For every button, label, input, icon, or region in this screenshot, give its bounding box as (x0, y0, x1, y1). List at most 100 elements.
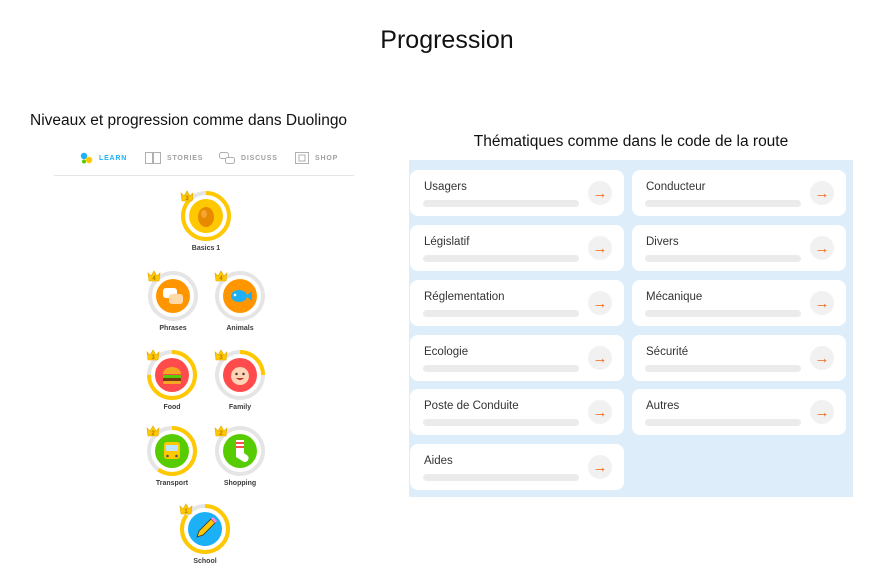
crown-level: 3 (185, 196, 189, 202)
pencil-icon (196, 517, 217, 538)
skill-name: Shopping (223, 480, 257, 487)
crown-level: 2 (219, 431, 223, 437)
shop-icon (295, 152, 309, 164)
skill-name: Animals (226, 325, 254, 332)
owl-icon (80, 152, 93, 164)
arrow-right-icon[interactable]: → (588, 346, 612, 370)
skill-school[interactable]: 1 School (175, 503, 235, 565)
theme-card-aides[interactable]: Aides → (410, 444, 624, 490)
theme-label: Sécurité (646, 346, 689, 358)
theme-card-usagers[interactable]: Usagers → (410, 170, 624, 216)
nav-stories[interactable]: STORIES (145, 152, 203, 164)
theme-label: Réglementation (424, 291, 505, 303)
theme-card-divers[interactable]: Divers → (632, 225, 846, 271)
arrow-right-icon[interactable]: → (810, 236, 834, 260)
nav-shop-label: SHOP (315, 154, 339, 162)
crown-level: 2 (151, 431, 155, 437)
fish-icon (231, 290, 252, 302)
crown-icon: 2 (146, 425, 160, 437)
baby-icon (231, 367, 249, 385)
theme-progress-bar (645, 365, 801, 372)
skill-phrases[interactable]: 4 Phrases (143, 270, 203, 332)
theme-card-ecologie[interactable]: Ecologie → (410, 335, 624, 381)
theme-progress-bar (423, 310, 579, 317)
arrow-right-icon[interactable]: → (810, 346, 834, 370)
theme-progress-bar (423, 255, 579, 262)
arrow-right-icon[interactable]: → (588, 181, 612, 205)
theme-card-autres[interactable]: Autres → (632, 389, 846, 435)
theme-label: Autres (646, 400, 680, 412)
book-icon (145, 152, 161, 164)
theme-label: Ecologie (424, 346, 469, 358)
theme-card-poste-de-conduite[interactable]: Poste de Conduite → (410, 389, 624, 435)
nav-learn[interactable]: LEARN (80, 152, 127, 164)
skill-name: Food (163, 404, 181, 411)
theme-label: Divers (646, 236, 679, 248)
chat-bubbles-icon (219, 152, 235, 164)
arrow-right-icon[interactable]: → (588, 291, 612, 315)
theme-card-legislatif[interactable]: Législatif → (410, 225, 624, 271)
theme-card-securite[interactable]: Sécurité → (632, 335, 846, 381)
theme-card-mecanique[interactable]: Mécanique → (632, 280, 846, 326)
skill-ring: 3 (146, 349, 198, 401)
nav-learn-label: LEARN (99, 154, 128, 162)
theme-card-reglementation[interactable]: Réglementation → (410, 280, 624, 326)
crown-icon: 2 (214, 425, 228, 437)
arrow-right-icon[interactable]: → (588, 236, 612, 260)
arrow-right-icon[interactable]: → (810, 400, 834, 424)
theme-label: Législatif (424, 236, 470, 248)
skill-name: Transport (155, 480, 189, 487)
theme-label: Usagers (424, 181, 467, 193)
nav-discuss-label: DISCUSS (241, 154, 278, 162)
theme-label: Mécanique (646, 291, 703, 303)
skill-ring: 1 (179, 503, 231, 555)
skill-family[interactable]: 3 Family (210, 349, 270, 411)
crown-icon: 1 (179, 503, 193, 515)
arrow-right-icon[interactable]: → (588, 455, 612, 479)
duolingo-caption: Niveaux et progression comme dans Duolin… (30, 112, 348, 129)
arrow-right-icon[interactable]: → (810, 291, 834, 315)
crown-level: 4 (152, 276, 156, 282)
skill-food[interactable]: 3 Food (142, 349, 202, 411)
theme-card-conducteur[interactable]: Conducteur → (632, 170, 846, 216)
theme-progress-bar (423, 419, 579, 426)
sock-icon (236, 440, 249, 463)
crown-icon: 3 (146, 349, 160, 361)
theme-progress-bar (645, 419, 801, 426)
theme-label: Conducteur (646, 181, 706, 193)
skill-ring: 2 (146, 425, 198, 477)
thematics-caption: Thématiques comme dans le code de la rou… (473, 133, 789, 150)
crown-level: 4 (219, 276, 223, 282)
egg-icon (198, 207, 214, 227)
skill-ring: 4 (147, 270, 199, 322)
skill-name: Phrases (159, 325, 187, 332)
theme-label: Poste de Conduite (424, 400, 519, 412)
theme-label: Aides (424, 455, 453, 467)
skill-name: Basics 1 (191, 245, 221, 252)
arrow-right-icon[interactable]: → (810, 181, 834, 205)
nav-discuss[interactable]: DISCUSS (219, 152, 278, 164)
bus-icon (164, 442, 180, 459)
nav-shop[interactable]: SHOP (295, 152, 338, 164)
crown-icon: 3 (180, 190, 194, 202)
skill-name: School (193, 558, 217, 565)
skill-ring: 2 (214, 425, 266, 477)
skill-shopping[interactable]: 2 Shopping (210, 425, 270, 487)
skill-basics-1[interactable]: 3 Basics 1 (176, 190, 236, 252)
arrow-right-icon[interactable]: → (588, 400, 612, 424)
speech-bubbles-icon (163, 288, 183, 304)
duolingo-nav: LEARN STORIES DISCUSS SHOP (54, 150, 354, 176)
theme-progress-bar (423, 200, 579, 207)
page-title: Progression (380, 26, 514, 54)
skill-transport[interactable]: 2 Transport (142, 425, 202, 487)
skill-name: Family (228, 404, 252, 411)
theme-progress-bar (645, 310, 801, 317)
skill-animals[interactable]: 4 Animals (210, 270, 270, 332)
crown-level: 3 (219, 355, 223, 361)
theme-progress-bar (645, 200, 801, 207)
nav-stories-label: STORIES (167, 154, 204, 162)
theme-progress-bar (645, 255, 801, 262)
skill-ring: 4 (214, 270, 266, 322)
crown-level: 1 (184, 509, 188, 515)
theme-progress-bar (423, 474, 579, 481)
